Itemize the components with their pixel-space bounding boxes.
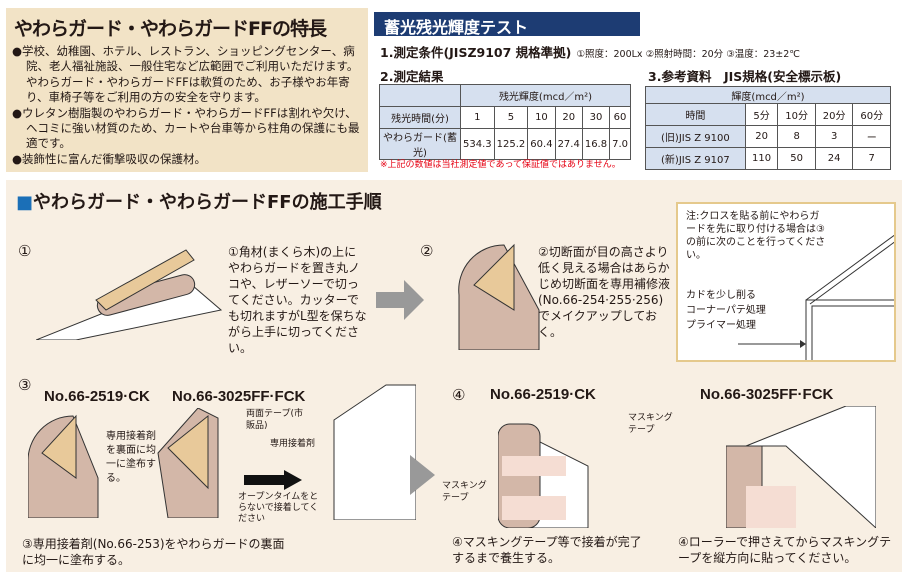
features-box: やわらガード・やわらガードFFの特長 ●学校、幼稚園、ホテル、レストラン、ショッ… [6,8,368,172]
product-label: やわらガード(蓄光) [378,128,462,160]
conditions-title: 1.測定条件(JISZ9107 規格準拠) [380,45,572,60]
wall-illustration [333,384,416,520]
step1-number: ① [18,242,32,260]
reference-header: 輝度(mcd／m²) [645,86,891,104]
results-title: 2.測定結果 [380,69,444,84]
cell: 60.4 [527,128,556,160]
step4-mask-b: マスキングテープ [628,413,673,435]
note-text: 注:クロスを貼る前にやわらガードを先に取り付ける場合は③の前に次のことを行ってく… [686,211,826,261]
reference-title: 3.参考資料 JIS規格(安全標示板) [648,69,842,84]
cell: 50 [777,147,816,170]
cut-guard-illustration [458,243,540,350]
masking-illustration-a [498,423,589,528]
cell: 16.8 [581,128,611,160]
cell: 7.0 [609,128,631,160]
cell: 5 [493,106,529,129]
step4-model-b: No.66-3025FF·FCK [700,386,834,403]
step1-text: ①角材(まくら木)の上にやわらガードを置き丸ノコや、レザーソーで切ってください。… [228,245,367,355]
note-item: カドを少し削る [686,290,756,301]
cell: 時間 [645,103,746,126]
feature-item: ●ウレタン樹脂製のやわらガード・やわらガードFFは割れや欠け、ヘコミに強い材質の… [12,106,360,150]
feature-item: ●学校、幼稚園、ホテル、レストラン、ショッピングセンター、病院、老人福祉施設、一… [12,44,359,73]
step4-caption-a: ④マスキングテープ等で接着が完了するまで養生する。 [452,535,642,565]
cell: 5分 [744,103,779,126]
saw-illustration [36,249,223,340]
cell: 24 [814,147,854,170]
step3-arrow-text: オープンタイムをとらないで接着してください [238,492,319,524]
step2-number: ② [420,242,434,260]
cell: 27.4 [554,128,583,160]
note-item: プライマー処理 [686,320,756,331]
cell: 3 [814,125,854,148]
features-list: ●学校、幼稚園、ホテル、レストラン、ショッピングセンター、病院、老人福祉施設、一… [12,44,364,168]
wall-corner-illustration [738,234,894,360]
cell: 125.2 [493,128,529,160]
arrow-right-icon [376,280,424,320]
cell: 534.3 [460,128,495,160]
step4-number: ④ [452,386,466,404]
cell: 10 [527,106,556,129]
feature-item: ●装飾性に富んだ衝撃吸収の保護材。 [12,152,207,166]
step3-model-b: No.66-3025FF·FCK [172,388,306,405]
cell: (新)JIS Z 9107 [645,147,746,170]
masking-illustration-b [726,406,876,528]
cell: 20 [554,106,583,129]
procedure-title: ■やわらガード・やわらガードFFの施工手順 [16,188,382,214]
note-item: コーナーパテ処理 [686,305,766,316]
step3-model-a: No.66-2519·CK [44,388,150,405]
cell: 8 [777,125,816,148]
step4-model-a: No.66-2519·CK [490,386,596,403]
conditions-detail: ①照度：200Lx ②照射時間：20分 ③温度：23±2℃ [576,49,800,60]
cell: (旧)JIS Z 9100 [645,125,746,148]
step2-text: ②切断面が目の高さより低く見える場合はあらかじめ切断面を専用補修液(No.66-… [538,245,671,339]
step3-label-tape: 両面テープ(市販品) [246,409,303,431]
step4-mask-a: マスキングテープ [442,481,487,503]
results-note: ※上記の数値は当社測定値であって保証値ではありません。 [380,160,621,170]
adhesive-illustration [28,408,219,518]
step3-label-a: 専用接着剤を裏面に均一に塗布する。 [106,431,156,484]
feature-item: やわらガード・やわらガードFFは軟質のため、お子様やお年寄り、車椅子等をご利用の… [26,75,350,104]
cell: 20分 [814,103,854,126]
arrow-right-icon [410,455,435,495]
test-title: 蓄光残光輝度テスト [374,12,640,37]
procedure-panel: ■やわらガード・やわらガードFFの施工手順 ① ①角材(まくら木)の上にやわらガ… [6,180,902,572]
note-items: カドを少し削る コーナーパテ処理 プライマー処理 [686,288,766,333]
cell: 60 [609,106,631,129]
row-label: 残光時間(分) [378,106,462,129]
cell: ー [852,125,891,148]
cell: 20 [744,125,779,148]
arrow-right-icon [244,470,302,490]
step3-label-glue: 専用接着剤 [270,439,316,449]
square-icon: ■ [16,192,34,213]
procedure-title-text: やわらガード・やわらガードFFの施工手順 [33,192,382,213]
cell: 7 [852,147,891,170]
step3-number: ③ [18,376,32,394]
cell: 110 [744,147,779,170]
note-box: 注:クロスを貼る前にやわらガードを先に取り付ける場合は③の前に次のことを行ってく… [676,202,896,362]
cell: 10分 [777,103,816,126]
step3-caption: ③専用接着剤(No.66-253)をやわらガードの裏面に均一に塗布する。 [22,537,285,567]
results-header: 残光輝度(mcd／m²) [460,84,631,107]
conditions: 1.測定条件(JISZ9107 規格準拠) ①照度：200Lx ②照射時間：20… [380,42,800,61]
features-title: やわらガード・やわらガードFFの特長 [14,18,327,40]
cell: 30 [581,106,611,129]
cell: 1 [460,106,495,129]
cell: 60分 [852,103,891,126]
step4-caption-b: ④ローラーで押さえてからマスキングテープを縦方向に貼ってください。 [678,535,892,565]
